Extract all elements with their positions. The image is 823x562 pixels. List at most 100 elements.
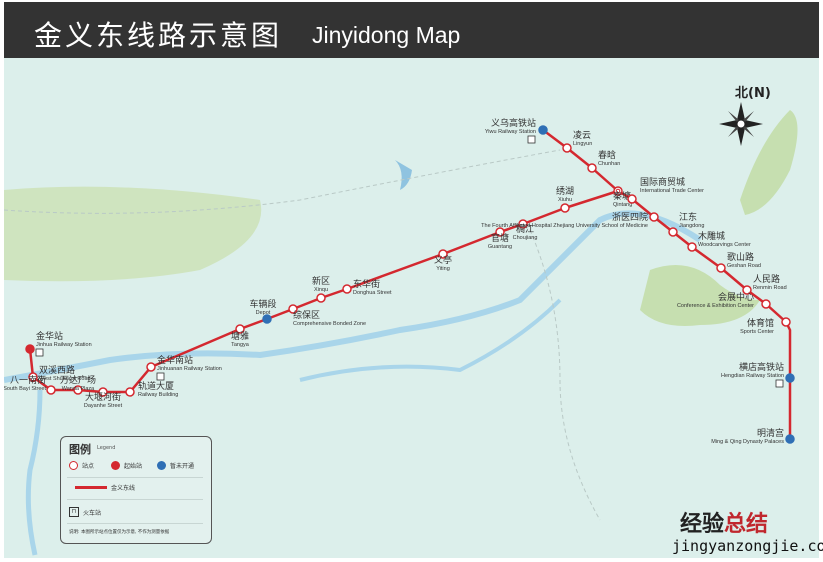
station-name-english: Dayanhe Street (84, 403, 123, 409)
station-marker[interactable] (262, 314, 272, 324)
station-name-english: South Bayi Street (4, 386, 46, 392)
station-name-english: Chunhan (598, 161, 620, 167)
station-marker[interactable] (613, 186, 623, 196)
legend-railway: ⊓ 火车站 (69, 507, 101, 517)
station-marker[interactable] (785, 434, 795, 444)
station-marker[interactable] (288, 304, 298, 314)
station-marker[interactable] (562, 143, 572, 153)
watermark-text: 经验 (680, 512, 725, 537)
divider (67, 523, 203, 524)
station-marker[interactable] (125, 387, 135, 397)
railway-station-icon (527, 135, 536, 144)
station-marker[interactable] (687, 242, 697, 252)
station-marker[interactable] (627, 194, 637, 204)
map-title-english: Jinyidong Map (312, 22, 461, 48)
station-name: 人民路 (753, 273, 780, 285)
terminal-icon (111, 461, 120, 470)
line-icon (75, 486, 107, 489)
station-marker[interactable] (342, 284, 352, 294)
station-name-english: Wanda Plaza (62, 386, 95, 392)
station-marker[interactable] (316, 293, 326, 303)
station-marker[interactable] (560, 203, 570, 213)
station-name-english: West Shuangxi Road (39, 376, 91, 382)
station-name: 八一南街 (10, 374, 46, 386)
station-name: 江东 (679, 211, 697, 223)
station-name: 稠江 (516, 224, 534, 235)
station-name: 官塘 (491, 232, 509, 244)
station-marker[interactable] (98, 387, 108, 397)
station-marker[interactable] (146, 362, 156, 372)
station-name-english: Yiwu Railway Station (485, 129, 536, 135)
station-marker[interactable] (587, 163, 597, 173)
station-name-english: Tangya (231, 342, 250, 348)
station-marker[interactable] (438, 249, 448, 259)
divider (67, 477, 203, 478)
railway-station-icon (775, 379, 784, 388)
station-marker[interactable] (761, 299, 771, 309)
station-name-english: Jinhua Railway Station (36, 342, 92, 348)
station-marker[interactable] (781, 317, 791, 327)
divider (67, 499, 203, 500)
station-marker[interactable] (538, 125, 548, 135)
station-marker[interactable] (28, 372, 38, 382)
railway-station-icon (35, 348, 44, 357)
station-marker[interactable] (25, 344, 35, 354)
station-name: 木雕城 (698, 230, 725, 242)
station-marker[interactable] (649, 212, 659, 222)
station-marker[interactable] (668, 227, 678, 237)
legend-station-label: 站点 (82, 463, 95, 470)
station-name-english: Woodcarvings Center (698, 242, 751, 248)
station-marker[interactable] (716, 263, 726, 273)
station-marker[interactable] (518, 219, 528, 229)
station-marker[interactable] (73, 385, 83, 395)
station-name-english: Comprehensive Bonded Zone (293, 321, 366, 327)
watermark-url: jingyanzongjie.com (672, 537, 823, 555)
station-name-english: Geshan Road (727, 263, 761, 269)
station-marker[interactable] (785, 373, 795, 383)
station-name-english: Xinqu (314, 287, 328, 293)
station-name-english: The Fourth Affiliated Hospital Zhejiang … (481, 223, 648, 229)
compass-north-label: 北(N) (735, 86, 771, 101)
compass-rose-icon (719, 102, 763, 146)
station-marker[interactable] (235, 324, 245, 334)
station-name-english: Lingyun (573, 141, 592, 147)
station-name-english: Ming & Qing Dynasty Palaces (711, 439, 784, 445)
station-name: 义乌高铁站 (491, 117, 536, 129)
station-marker[interactable] (495, 227, 505, 237)
legend-subtitle: Legend (97, 445, 116, 451)
station-marker[interactable] (46, 385, 56, 395)
station-marker[interactable] (742, 285, 752, 295)
